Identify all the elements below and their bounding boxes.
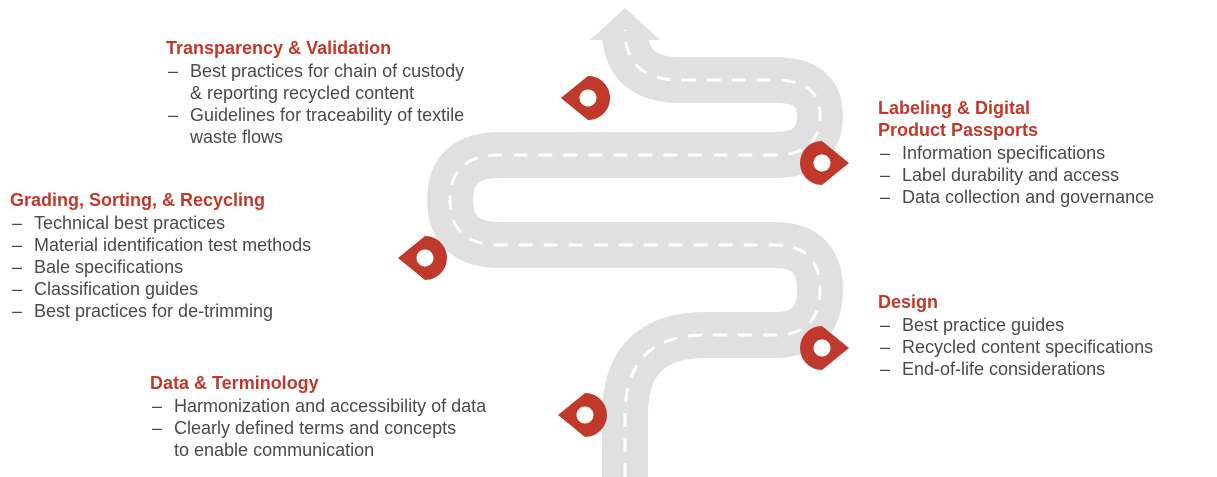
list-item: Best practices for chain of custody & re… [166,60,464,104]
list-item: Bale specifications [10,256,311,278]
list-item: End-of-life considerations [878,358,1153,380]
list-item: Classification guides [10,278,311,300]
section-list: Best practices for chain of custody & re… [166,60,464,148]
section-transparency: Transparency & Validation Best practices… [166,37,464,148]
list-item: Data collection and governance [878,186,1154,208]
section-title: Transparency & Validation [166,38,392,58]
section-grading: Grading, Sorting, & Recycling Technical … [10,189,311,322]
road-center-line [448,29,822,477]
section-design: Design Best practice guides Recycled con… [878,291,1153,380]
section-list: Best practice guides Recycled content sp… [878,314,1153,380]
list-item: Label durability and access [878,164,1154,186]
list-item: Harmonization and accessibility of data [150,395,486,417]
list-item: Material identification test methods [10,234,311,256]
section-data-terminology: Data & Terminology Harmonization and acc… [150,372,486,461]
list-item: Best practice guides [878,314,1153,336]
section-title: Grading, Sorting, & Recycling [10,190,266,210]
section-list: Harmonization and accessibility of data … [150,395,486,461]
pin-marker-icon [558,393,607,437]
road [427,28,843,477]
road-arrow-head [590,8,660,40]
pin-marker-icon [800,141,849,185]
section-list: Technical best practices Material identi… [10,212,311,322]
list-item: Best practices for de-trimming [10,300,311,322]
list-item: Recycled content specifications [878,336,1153,358]
section-title: Labeling & Digital Product Passports [878,98,1039,140]
list-item: Information specifications [878,142,1154,164]
list-item: Guidelines for traceability of textile w… [166,104,464,148]
list-item: Technical best practices [10,212,311,234]
pin-marker-icon [398,236,447,280]
list-item: Clearly defined terms and concepts to en… [150,417,486,461]
pin-marker-icon [561,76,610,120]
section-title: Design [878,292,939,312]
section-list: Information specifications Label durabil… [878,142,1154,208]
pin-marker-icon [800,326,849,370]
section-labeling: Labeling & Digital Product Passports Inf… [878,97,1154,208]
section-title: Data & Terminology [150,373,319,393]
